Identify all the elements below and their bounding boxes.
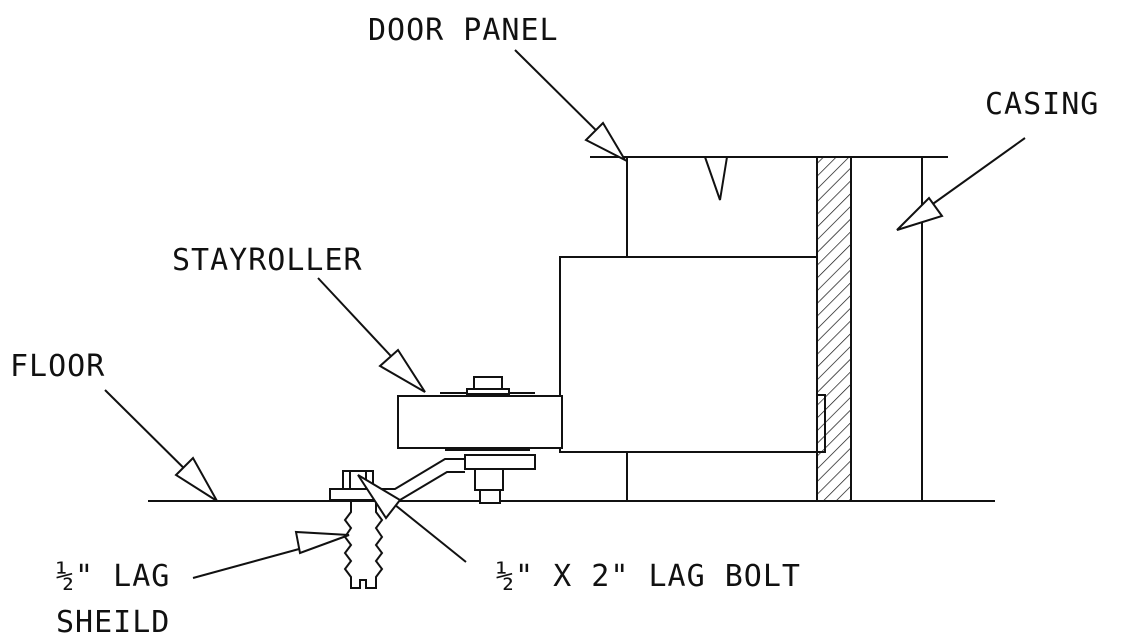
floor-label: FLOOR xyxy=(10,349,105,384)
lag-shield-leader xyxy=(192,530,350,579)
lag-shield-label-line1: ½" LAG xyxy=(56,559,170,594)
stayroller-assembly xyxy=(397,256,826,504)
lag-shield-label-line2: SHEILD xyxy=(56,605,170,637)
stayroller-leader xyxy=(317,277,426,393)
stayroller-label: STAYROLLER xyxy=(172,243,363,278)
door-panel xyxy=(590,156,948,502)
floor-leader xyxy=(104,389,218,502)
casing-label: CASING xyxy=(985,87,1099,122)
lag-bolt-leader xyxy=(357,474,467,563)
casing-leader xyxy=(896,137,1026,231)
lag-bolt-label: ½" X 2" LAG BOLT xyxy=(496,559,801,594)
bracket-arm xyxy=(329,458,465,501)
door-panel-leader xyxy=(514,49,628,163)
door-panel-label: DOOR PANEL xyxy=(368,13,559,48)
lag-shield xyxy=(343,501,384,589)
